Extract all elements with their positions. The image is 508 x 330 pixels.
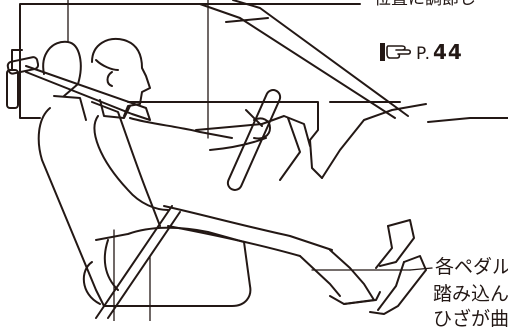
page-reference: P.44: [380, 42, 463, 63]
instruction-text-top: 位置に調節し: [374, 0, 476, 8]
pedal-instruction-line-1: 各ペダル: [435, 258, 508, 277]
pedals: [370, 220, 426, 314]
page-prefix: P.: [416, 44, 431, 64]
steering-wheel: [226, 88, 283, 192]
pointing-hand-icon: [380, 42, 412, 62]
page-number: 44: [433, 40, 463, 64]
pedal-instruction-line-3: ひざが曲: [433, 310, 508, 329]
driver: [92, 39, 380, 304]
pedal-instruction-line-2: 踏み込ん: [433, 285, 508, 304]
leader-lines: [68, 0, 432, 321]
seatbelt: [26, 66, 180, 318]
seatbelt-anchor: [7, 50, 39, 108]
